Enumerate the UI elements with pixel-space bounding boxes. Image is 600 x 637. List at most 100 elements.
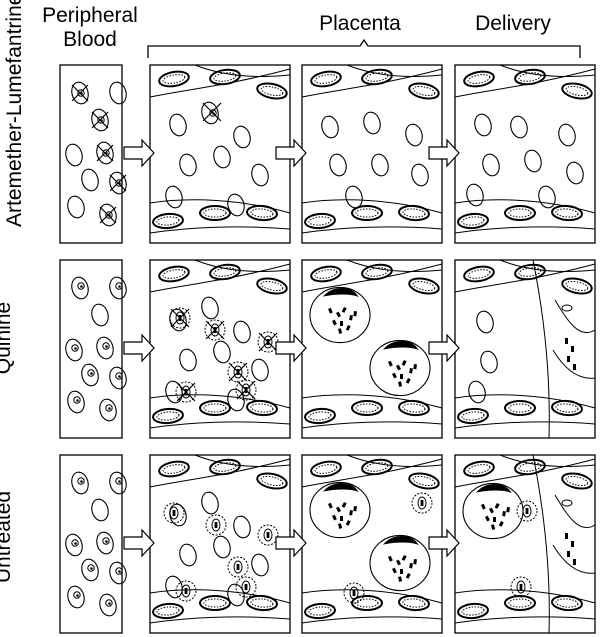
parasite-ring [102, 342, 110, 350]
hemozoin-pigment [345, 325, 351, 331]
endothelial-cell [256, 472, 288, 490]
hemozoin-pigment [396, 559, 401, 566]
endothelial-cell [514, 263, 546, 281]
hemozoin-pigment [395, 364, 401, 371]
endothelial-cell [256, 277, 288, 295]
parasite-ring [97, 116, 105, 124]
endothelial-cell [246, 204, 278, 222]
parasite-nucleus [118, 375, 121, 378]
hemozoin-pigment [398, 381, 403, 387]
hemozoin-pigment [341, 307, 347, 313]
row-quinine [59, 259, 596, 439]
red-blood-cell [468, 380, 486, 404]
endothelial-cell [361, 68, 393, 86]
hemozoin-pigment [336, 311, 341, 318]
parasite-ring [209, 109, 217, 117]
endothelial-cell [199, 595, 231, 611]
parasite-nucleus [74, 542, 77, 545]
flow-arrow [123, 138, 155, 168]
parasite-nucleus [105, 540, 108, 543]
endothelial-cell [504, 400, 536, 416]
dead-parasite-cross [71, 84, 89, 102]
parasite-nucleus [108, 602, 111, 605]
hemozoin-pigment [391, 372, 397, 379]
endothelial-cell [158, 460, 190, 478]
hemozoin [184, 588, 188, 594]
endothelial-cell [246, 399, 278, 417]
parasite-ring [115, 179, 123, 187]
endothelial-cell [408, 277, 440, 295]
red-blood-cell [71, 81, 89, 105]
infected-rbc [257, 524, 279, 546]
red-blood-cell [179, 153, 197, 177]
parasite-ring [77, 282, 85, 290]
red-blood-cell [65, 143, 83, 167]
peripheral-blood-header: Peripheral Blood [42, 4, 138, 51]
parasite-ring [87, 369, 95, 377]
placenta-delivery-bracket [147, 38, 581, 58]
infected-rbc [163, 502, 185, 524]
endothelial-cell [310, 265, 342, 283]
hemozoin [266, 532, 270, 538]
parasite-nucleus [105, 345, 108, 348]
macrophage-nucleus [322, 483, 359, 492]
endothelial-cell [561, 277, 593, 295]
hemozoin-pigment [401, 359, 407, 366]
endothelial-cell [361, 263, 393, 281]
red-blood-cell [169, 503, 187, 527]
hemozoin-pigment [405, 378, 411, 384]
endothelial-cell [209, 263, 241, 281]
red-blood-cell [65, 338, 83, 362]
hemozoin-pigment [388, 555, 393, 562]
panel-delivery [454, 454, 596, 634]
delivery-header: Delivery [475, 12, 551, 35]
flow-arrow [123, 528, 155, 558]
row-artemether-lumefantrine [59, 64, 596, 244]
endothelial-cell [158, 70, 190, 88]
red-blood-cell [91, 303, 109, 327]
red-blood-cell [474, 113, 492, 137]
panel-placenta [149, 64, 291, 244]
hemozoin [352, 590, 356, 596]
hemozoin-pigment [498, 521, 504, 527]
red-blood-cell [213, 535, 231, 559]
villus-membrane-top [301, 458, 443, 488]
villus-membrane-top [454, 68, 596, 98]
hemozoin-pigment [493, 517, 496, 522]
hemozoin-pigment [409, 562, 413, 569]
red-blood-cell [345, 185, 363, 209]
endothelial-cell [152, 407, 184, 425]
red-blood-cell [213, 340, 231, 364]
endothelial-cell [158, 265, 190, 283]
parasite-ring [77, 477, 85, 485]
parasite-nucleus [80, 480, 83, 483]
red-blood-cell [109, 471, 127, 495]
endothelial-cell [310, 460, 342, 478]
red-blood-cell [179, 543, 197, 567]
infected-rbc [343, 582, 365, 604]
infected-rbc [175, 381, 197, 403]
endothelial-cell [463, 460, 495, 478]
endothelial-cell [256, 82, 288, 100]
panel-peripheral-blood [59, 454, 127, 634]
hemozoin-pigment [567, 356, 570, 362]
flow-arrow [275, 333, 307, 363]
red-blood-cell [99, 398, 117, 422]
dead-parasite-cross [228, 362, 248, 382]
hemozoin [214, 522, 218, 528]
villus-membrane-top [301, 263, 443, 293]
hemozoin-pigment [571, 541, 574, 547]
endothelial-cell [351, 400, 383, 416]
red-blood-cell [329, 153, 347, 177]
hemozoin-pigment [353, 311, 357, 317]
red-blood-cell [71, 471, 89, 495]
red-blood-cell [165, 185, 183, 209]
endothelial-cell [504, 595, 536, 611]
flow-arrow [123, 333, 155, 363]
panel-delivery [454, 64, 596, 244]
endothelial-cell [199, 400, 231, 416]
red-blood-cell [466, 183, 484, 207]
hemozoin [244, 584, 248, 590]
endothelial-cell [408, 472, 440, 490]
red-blood-cell [109, 561, 127, 585]
